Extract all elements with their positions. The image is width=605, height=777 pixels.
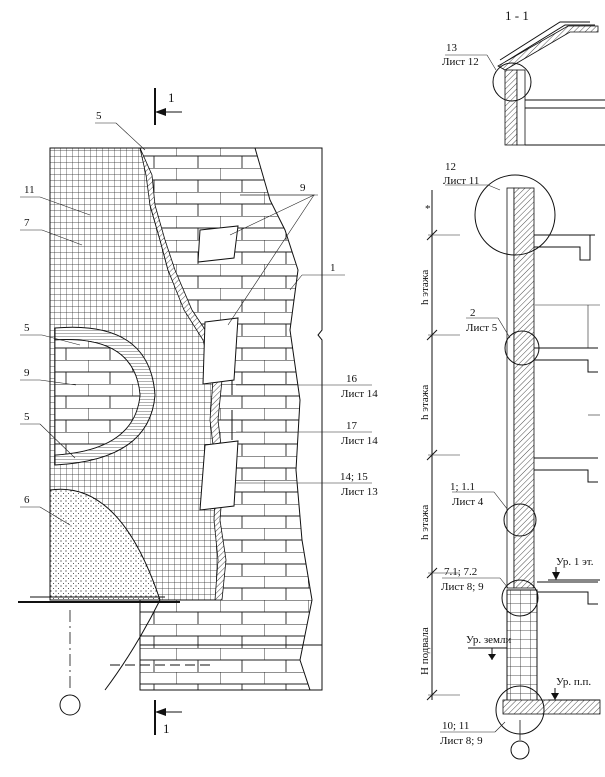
detail-circle-1 [503,503,537,537]
callout-9: 9 [300,182,306,194]
anchor-plate [202,317,239,385]
insulation-layer [513,187,535,589]
leaders [20,122,372,526]
callout-16-sheet: Лист 14 [341,388,378,400]
callout-1-number: 1; 1.1 [450,481,475,493]
detail-circle-13 [492,62,532,102]
level-pp-label: Ур. п.п. [556,676,591,688]
section-title: 1 - 1 [505,8,529,23]
detail-circle-12 [474,174,556,256]
callout-1-sheet: Лист 4 [452,496,484,508]
insulation-strip [139,147,227,601]
floor-slabs [534,234,600,605]
wall-section: 1 - 1 13 Лист 12 [419,8,605,760]
callout-16-number: 16 [346,373,358,385]
level-floor1-label: Ур. 1 эт. [556,556,594,568]
callout-17-sheet: Лист 14 [341,435,378,447]
callout-13-number: 13 [446,42,458,54]
section-leaders [440,184,511,733]
exposed-brick [54,339,141,456]
anchor-plate [199,440,239,511]
callout-9: 9 [24,367,30,379]
dimension-star: * [425,203,431,215]
callout-10-number: 10; 11 [442,720,469,732]
callout-5: 5 [24,411,30,423]
section-mark-bottom: 1 [154,700,182,736]
callout-2-sheet: Лист 5 [466,322,498,334]
callout-10-sheet: Лист 8; 9 [440,735,483,747]
foundation-slab [502,699,601,715]
callout-13-sheet: Лист 12 [442,56,479,68]
anchor-plate [197,225,239,263]
callout-2-number: 2 [470,307,476,319]
callout-12-sheet: Лист 11 [443,175,479,187]
level-marker-pp: Ур. п.п. [548,676,600,701]
plaster-layer [254,147,323,691]
level-marker-floor1: Ур. 1 эт. [548,556,600,581]
foundation-curve [104,599,161,691]
section-mark-top: 1 [154,88,182,125]
dimension-floor-height: h этажа [419,505,431,540]
roof-detail: 13 Лист 12 [442,21,605,146]
callout-14-number: 14; 15 [340,471,368,483]
dimension-basement-height: Н подвала [419,627,431,675]
callout-1: 1 [330,262,336,274]
axis-marker [510,740,530,760]
callout-7-number: 7.1; 7.2 [444,566,477,578]
outer-layer [506,187,515,589]
callout-12-number: 12 [445,161,456,173]
section-mark-number: 1 [163,721,170,736]
facade-elevation: 1 1 5 11 7 5 9 5 6 [18,88,378,736]
callout-6: 6 [24,494,30,506]
callout-5: 5 [96,110,102,122]
callout-14-sheet: Лист 13 [341,486,378,498]
dimension-floor-height: h этажа [419,270,431,305]
level-marker-ground: Ур. земли [466,634,511,660]
callout-7: 7 [24,217,30,229]
callout-5: 5 [24,322,30,334]
detail-circle-7 [501,579,539,617]
dimension-chain [426,190,460,701]
section-mark-number: 1 [168,90,175,105]
callout-17-number: 17 [346,420,358,432]
stucco-area [49,488,161,601]
callout-11: 11 [24,184,35,196]
level-ground-label: Ур. земли [466,634,511,646]
dimension-floor-height: h этажа [419,385,431,420]
axis-marker [59,694,81,716]
detail-circle-2 [504,330,540,366]
callout-7-sheet: Лист 8; 9 [441,581,484,593]
